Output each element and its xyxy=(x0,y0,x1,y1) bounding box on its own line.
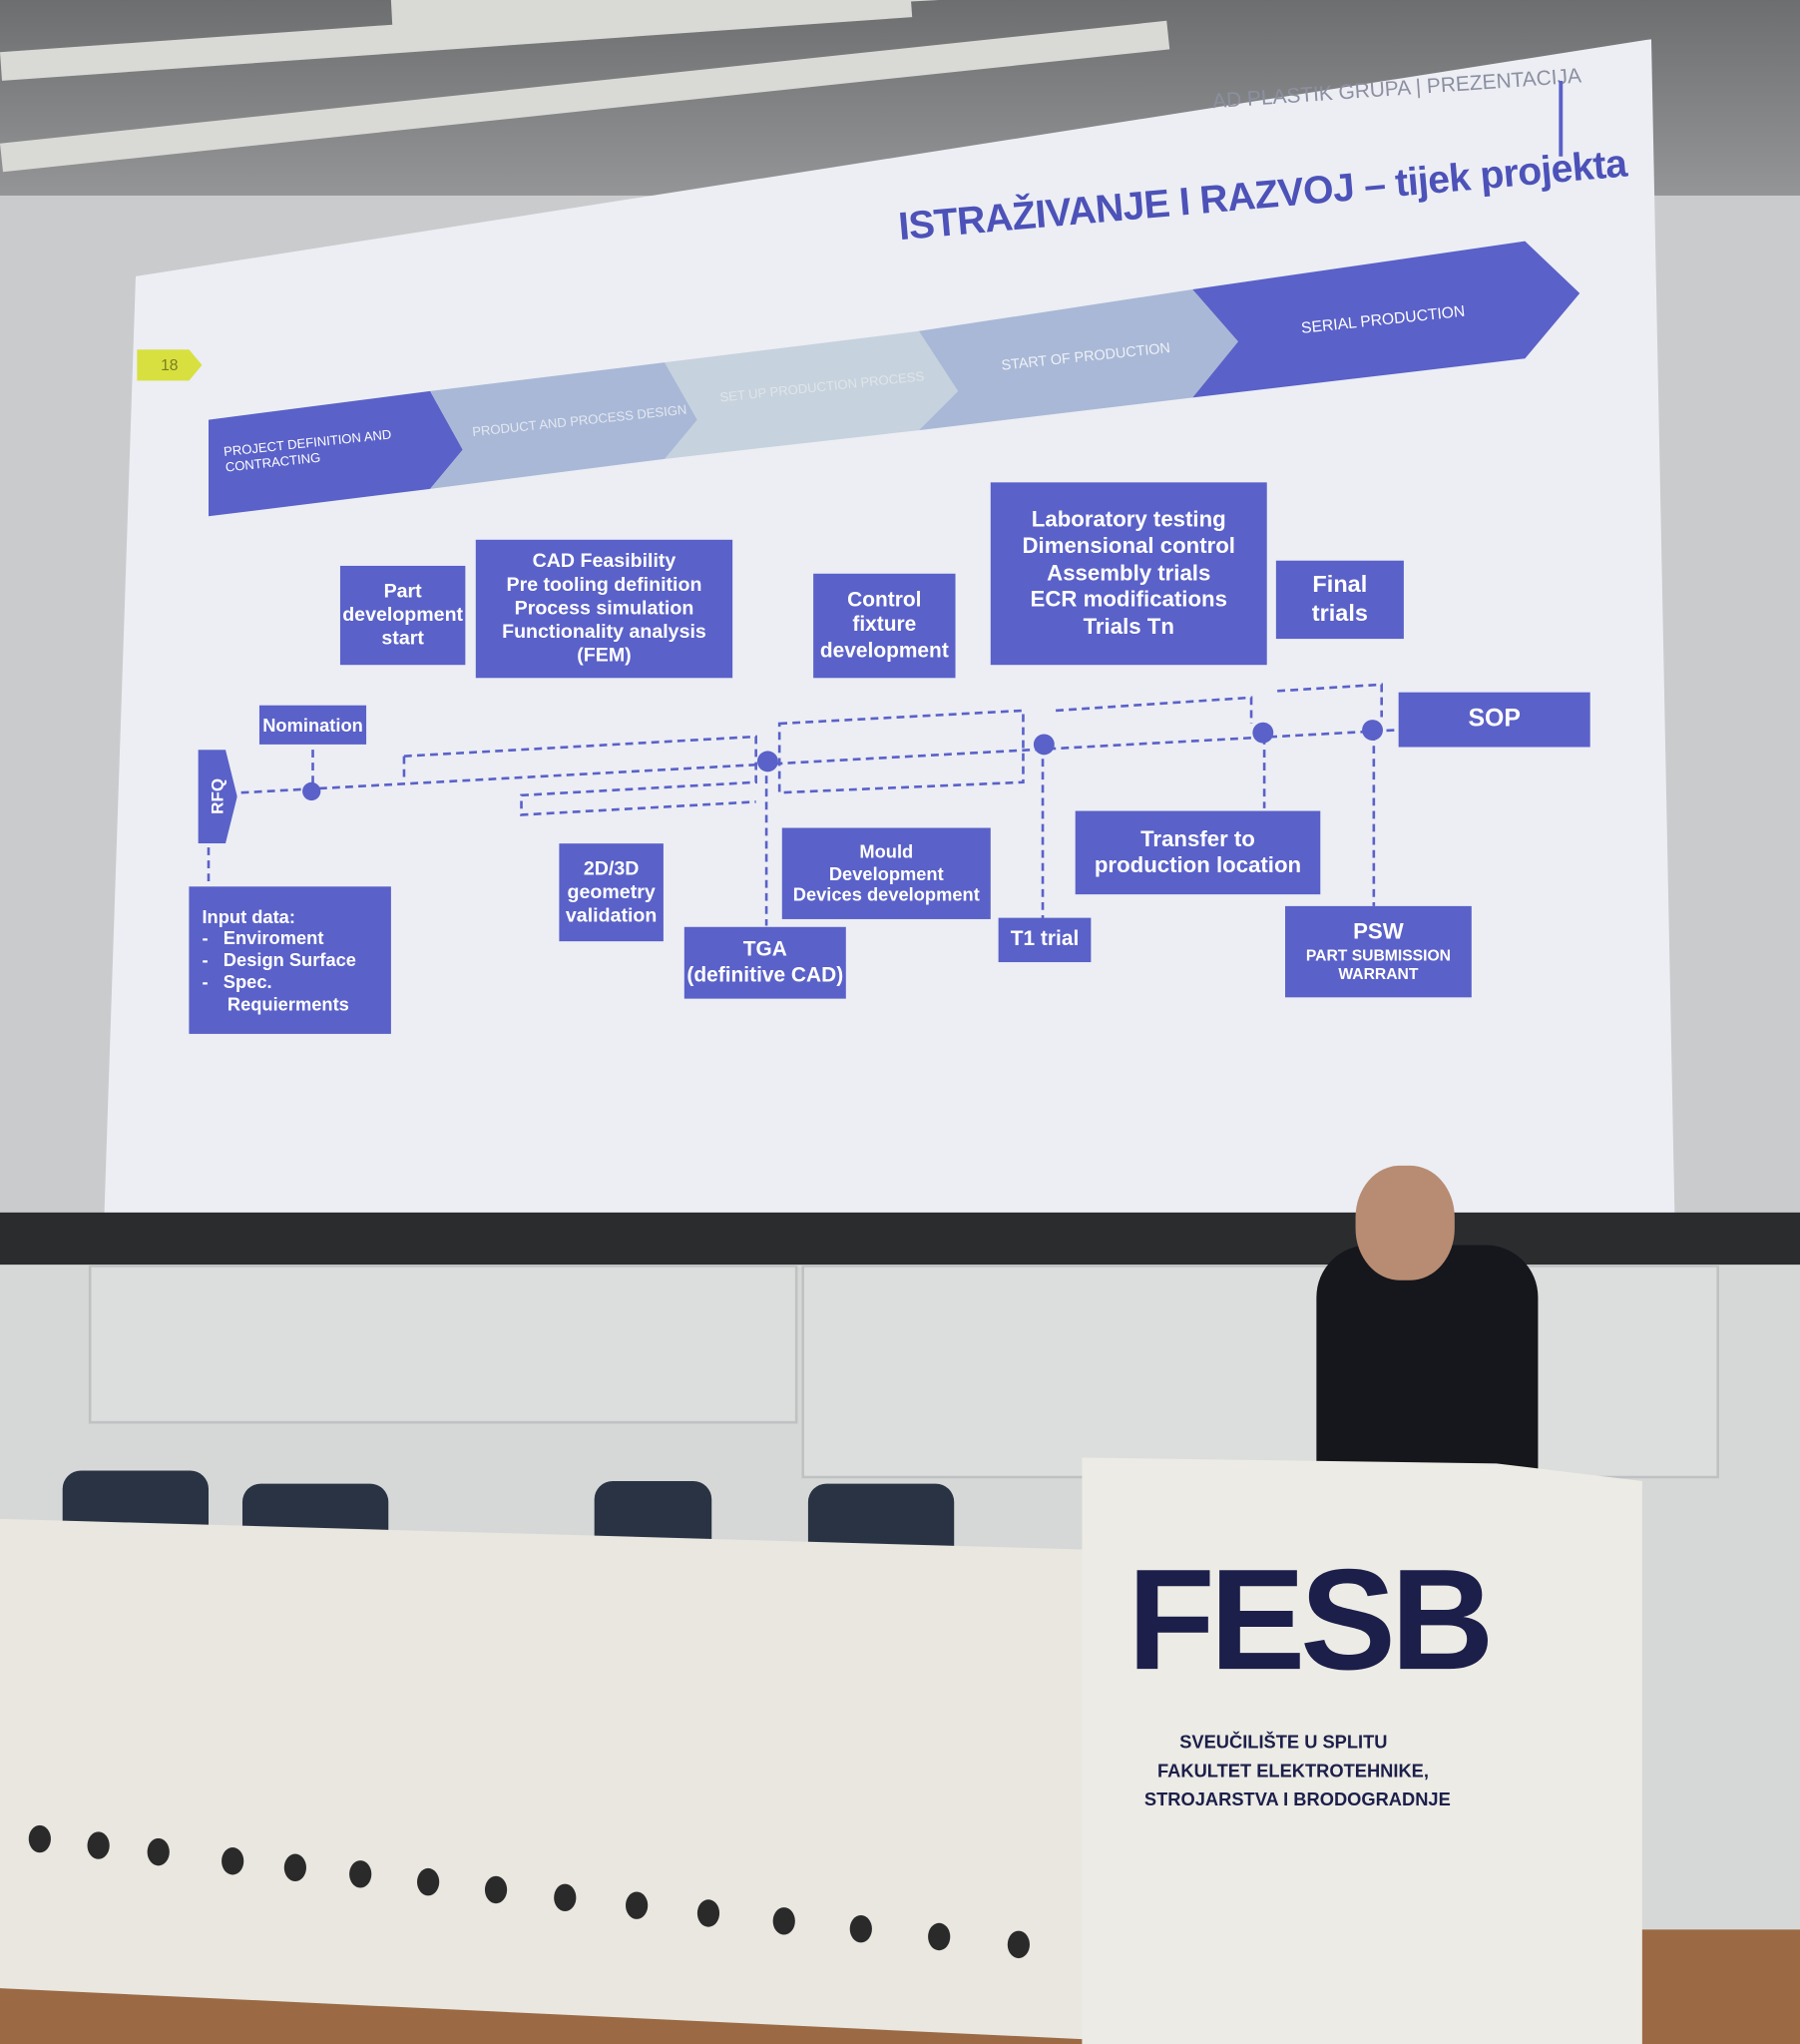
screen-housing xyxy=(0,1212,1800,1272)
input-data-box: Input data:- Enviroment- Design Surface-… xyxy=(189,886,391,1034)
phase-chevron-2 xyxy=(430,362,697,489)
nomination-box: Nomination xyxy=(258,705,367,745)
t1-trial-box: T1 trial xyxy=(998,917,1092,963)
faculty-name-line1: FAKULTET ELEKTROTEHNIKE, xyxy=(1156,1760,1429,1782)
phase-chevron-3 xyxy=(665,330,959,459)
phase-chevrons xyxy=(207,241,1580,926)
page-number: 18 xyxy=(161,355,179,374)
sop-box: SOP xyxy=(1398,692,1590,748)
podium: FESB SVEUČILIŠTE U SPLITU FAKULTET ELEKT… xyxy=(1082,1457,1642,2044)
milestone-dots xyxy=(302,720,1383,801)
fesb-logo: FESB xyxy=(1126,1539,1495,1701)
page-number-badge: 18 xyxy=(137,349,203,381)
phase-chevron-4 xyxy=(918,288,1238,431)
faculty-name-line2: STROJARSTVA I BRODOGRADNJE xyxy=(1143,1788,1451,1810)
desk xyxy=(0,1518,1109,2041)
phase-chevron-1 xyxy=(209,390,463,517)
presenter-head xyxy=(1355,1165,1455,1280)
tga-box: TGA(definitive CAD) xyxy=(683,926,846,999)
phase-chevron-5 xyxy=(1192,241,1580,398)
university-name: SVEUČILIŠTE U SPLITU xyxy=(1179,1731,1388,1753)
presenter xyxy=(1316,1245,1539,1474)
